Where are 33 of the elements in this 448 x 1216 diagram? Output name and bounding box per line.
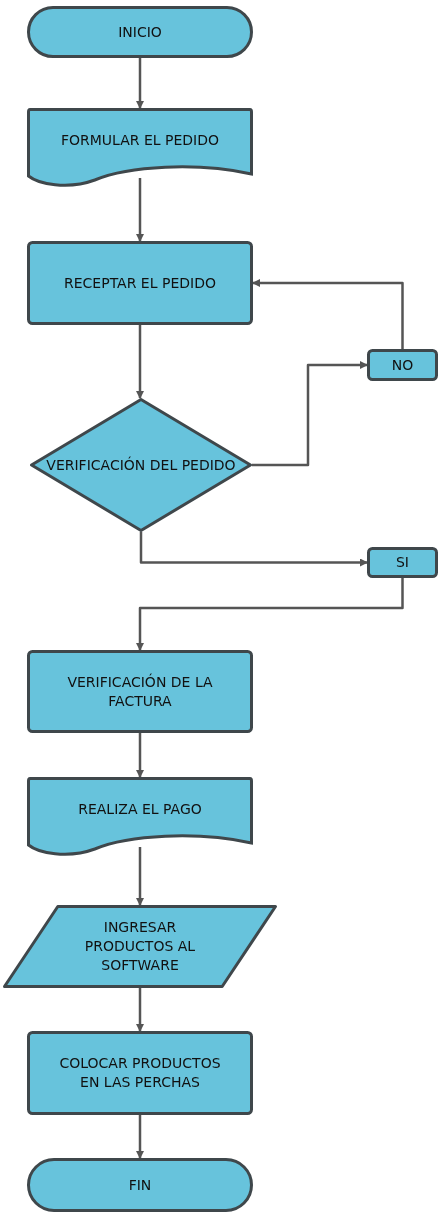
- arrow: [252, 361, 368, 467]
- arrow: [136, 58, 144, 109]
- end-terminal: [27, 1158, 253, 1212]
- arrow: [136, 847, 144, 906]
- process-box: [27, 650, 253, 733]
- node-label: NO: [391, 355, 414, 375]
- process-box: [27, 1031, 253, 1115]
- arrow: [136, 325, 144, 399]
- node-label: INGRESAR PRODUCTOS AL SOFTWARE: [83, 918, 197, 975]
- arrow: [252, 279, 404, 349]
- arrow: [139, 532, 368, 567]
- arrow: [136, 178, 144, 242]
- arrow: [136, 1115, 144, 1159]
- branch-box: [367, 349, 438, 381]
- node-label: INICIO: [118, 22, 162, 42]
- start-terminal: [27, 6, 253, 58]
- process-box: [27, 241, 253, 325]
- node-label: SI: [396, 553, 409, 572]
- node-label: FORMULAR EL PEDIDO: [60, 130, 220, 150]
- node-label: FIN: [128, 1175, 152, 1195]
- document-box: [27, 777, 253, 857]
- input-parallelogram: [3, 905, 277, 988]
- node-label: VERIFICACIÓN DEL PEDIDO: [46, 455, 236, 475]
- decision-diamond: [30, 398, 252, 532]
- document-box: [27, 108, 253, 188]
- branch-box: [367, 547, 438, 578]
- node-label: REALIZA EL PAGO: [78, 799, 202, 819]
- node-label: RECEPTAR EL PEDIDO: [64, 273, 216, 293]
- arrow: [136, 988, 144, 1032]
- node-label: COLOCAR PRODUCTOS EN LAS PERCHAS: [58, 1054, 222, 1092]
- arrow: [136, 578, 404, 651]
- node-label: VERIFICACIÓN DE LA FACTURA: [66, 672, 214, 711]
- arrow: [136, 733, 144, 778]
